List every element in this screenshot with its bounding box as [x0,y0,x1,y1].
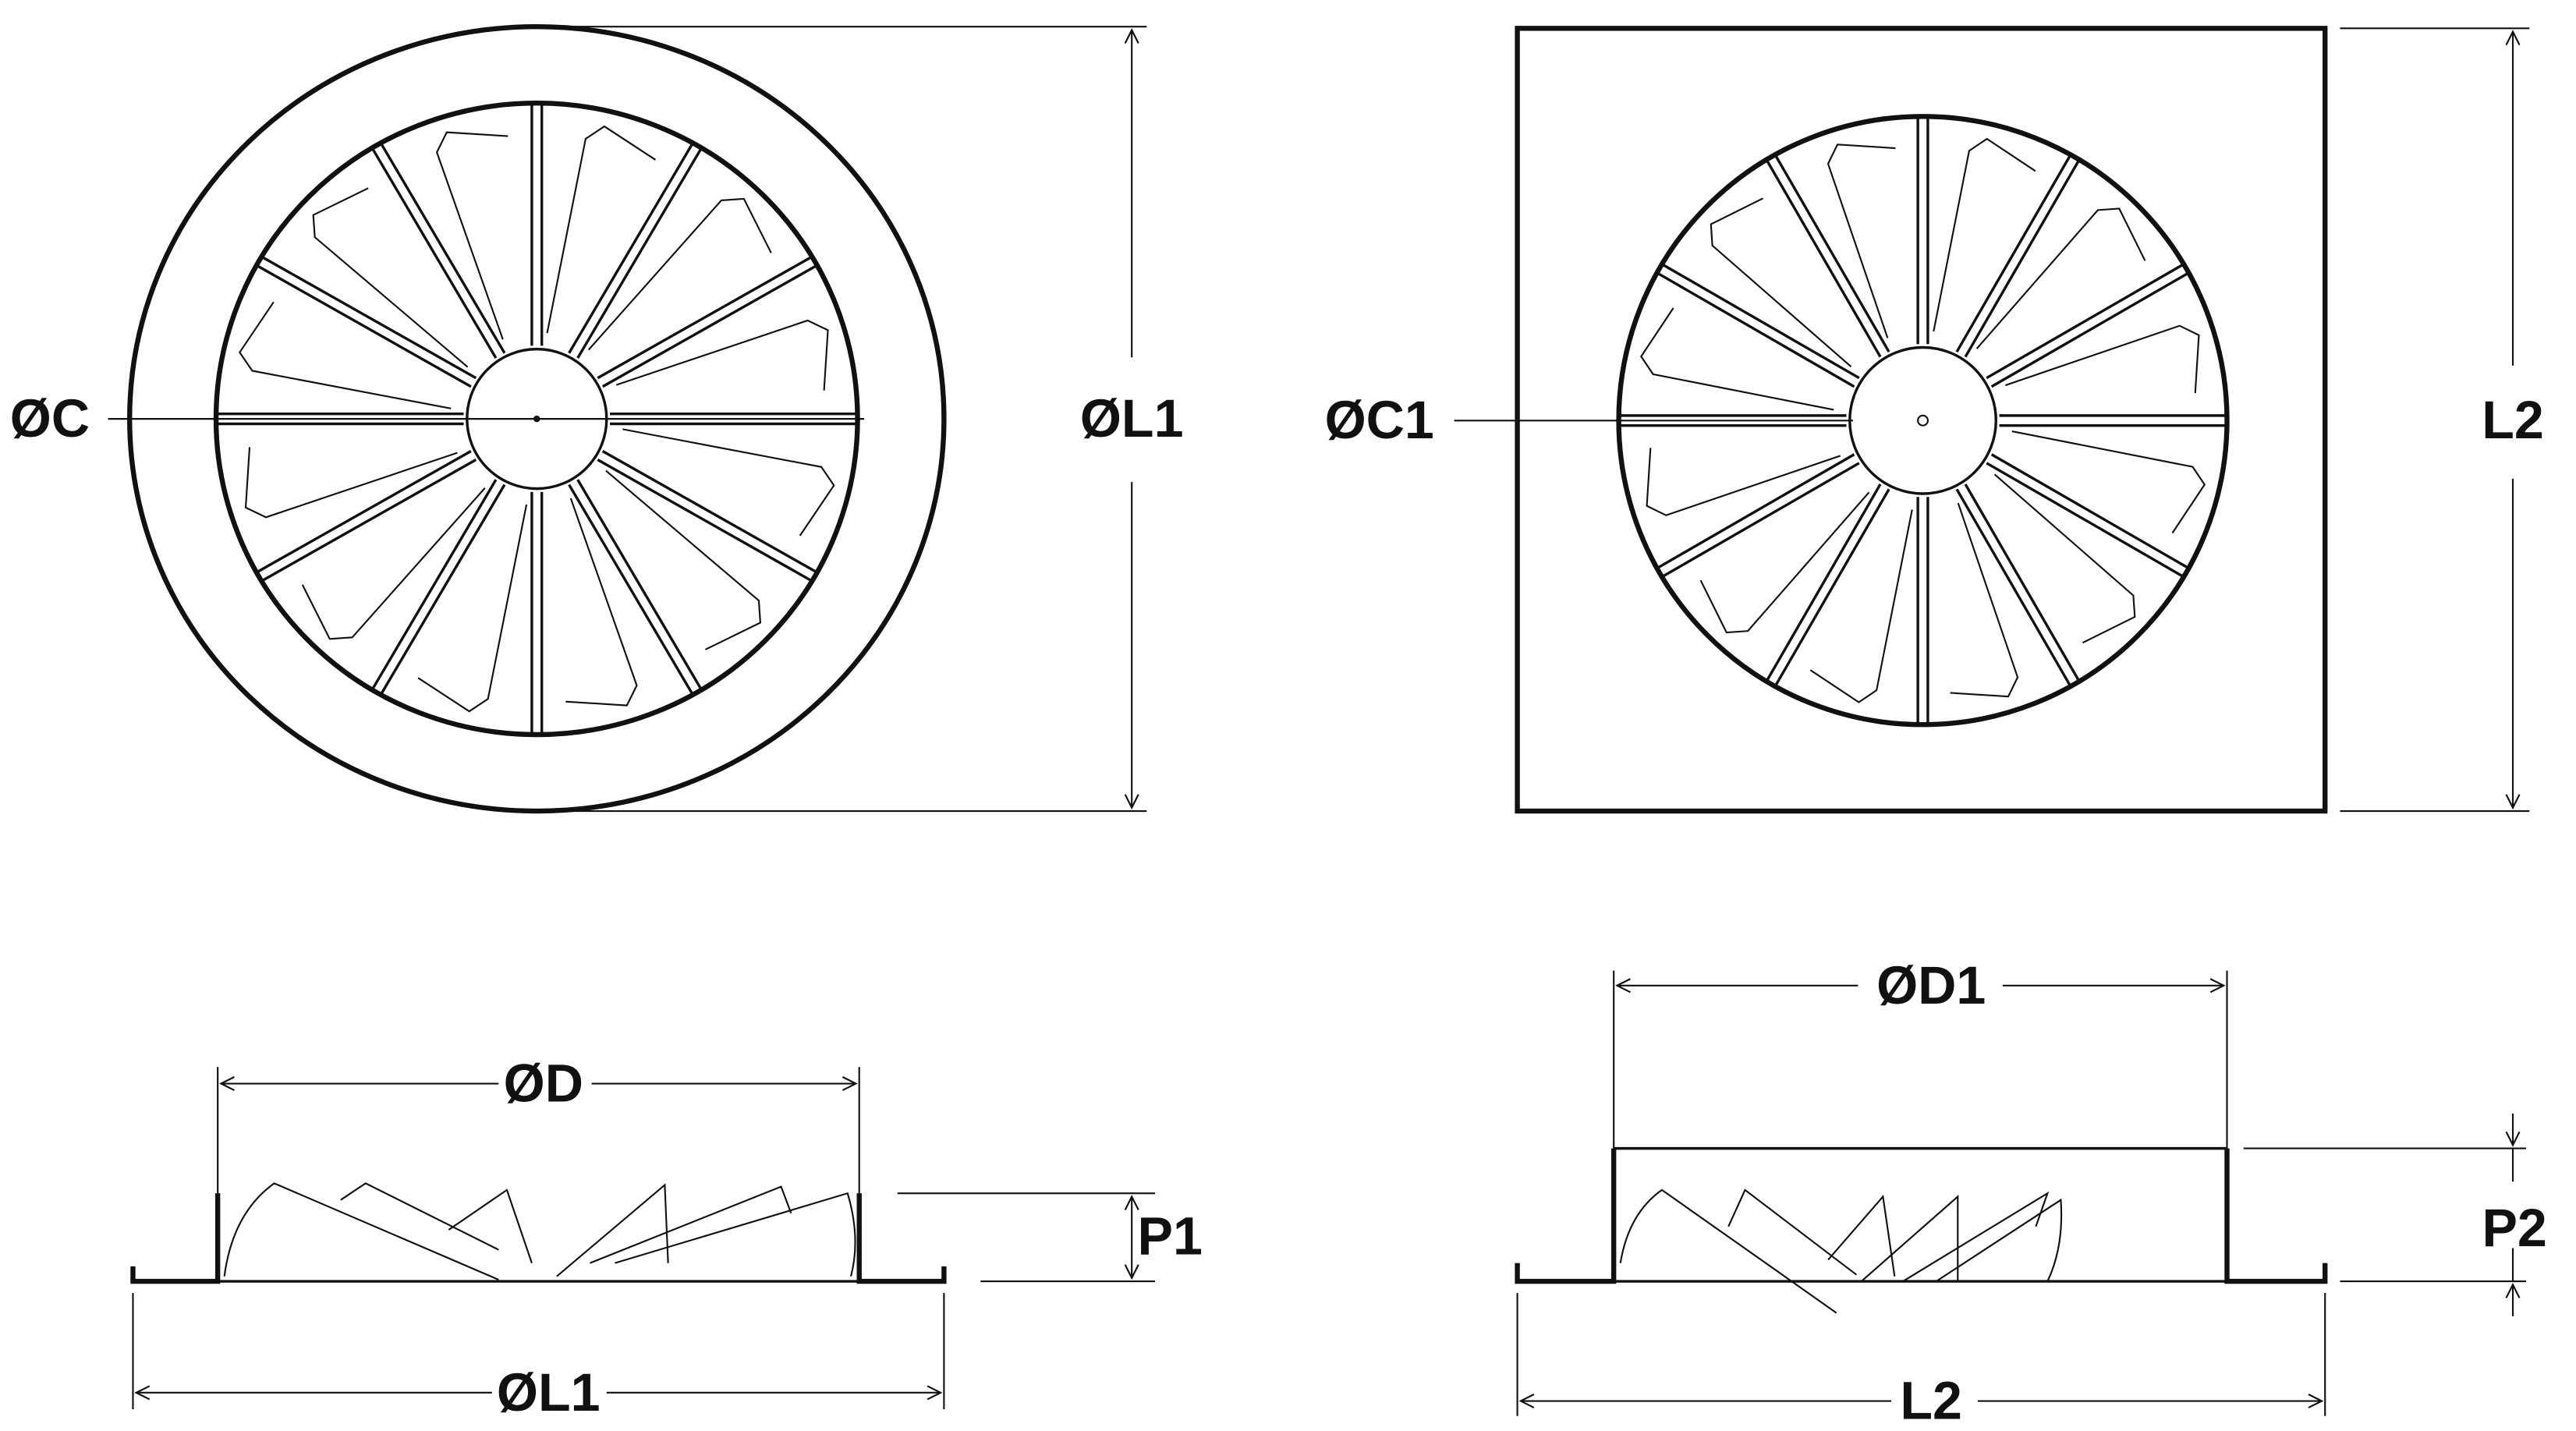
center-point [1917,414,1929,427]
blade-outline [1646,448,1841,516]
blade-outline [1975,207,2146,349]
slat-edge [1955,154,2072,353]
blade-outline [565,498,638,707]
slat-edge [1765,158,1882,358]
outer-diameter-label: ØL1 [497,1363,601,1422]
blades-profile [1619,1188,2063,1314]
blade-outline [1993,473,2136,644]
blade-outline [588,197,772,351]
center-diameter-label: ØC [10,389,90,448]
blade-slats [216,103,858,735]
slat-edge [1990,271,2190,388]
blade-outline [546,125,657,334]
slat-edge [1661,462,1860,579]
round-diffuser-side-view: ØD P1 ØL1 [130,1054,1203,1422]
diameter-label: ØD [504,1054,583,1114]
slat-edge [1955,488,2072,688]
slat-edge [1656,271,1855,388]
blade-outline [1933,137,2036,332]
blade-outline [605,469,762,650]
square-diffuser-side-view: ØD1 P2 L2 [1515,956,2547,1431]
slat-edge [379,142,506,354]
blade-outline [301,487,486,640]
slat-edge [576,479,703,691]
square-diffuser-front-view: ØC1 L2 [1325,26,2544,814]
slat-edge [260,255,477,380]
blade-outline [615,319,829,391]
blade-outline [239,301,452,409]
slat-edge [370,479,498,691]
blade-outline [1827,143,1896,338]
slat-edge [1986,462,2184,579]
blade-outline [1640,307,1834,411]
slat-edge [601,264,818,388]
slat-edge [568,142,694,354]
blade-outline [1950,502,2019,698]
slat-edge [1986,263,2184,380]
blade-slats [1618,116,2227,725]
depth-label: P1 [1137,1207,1202,1266]
blade-outline [2005,324,2200,394]
slat-edge [601,449,818,574]
side-label: L2 [1900,1372,1962,1431]
depth-label: P2 [2482,1199,2546,1258]
diameter-label: ØD1 [1876,956,1986,1015]
slat-edge [597,459,813,583]
round-diffuser-front-view: ØC ØL1 [10,24,1184,814]
blade-outline [622,428,835,537]
blade-outline [417,504,528,713]
blade-outline [1809,509,1913,703]
blade-outline [244,447,458,519]
slat-edge [568,483,694,696]
slat-edge [1765,483,1882,682]
blade-outline [1710,197,1852,368]
center-diameter-label: ØC1 [1325,391,1434,450]
hub [1848,345,1997,495]
blades-profile [223,1182,856,1280]
diffuser-body-profile [1515,1148,2328,1284]
blade-outline [1699,491,1870,634]
slat-edge [1773,488,1890,688]
slat-edge [1661,263,1860,380]
slat-edge [1773,154,1890,353]
slat-edge [379,483,506,696]
blade-outline [2011,430,2206,534]
blade-outline [312,187,469,368]
slat-edge [256,264,472,388]
slat-edge [1990,453,2190,570]
slat-edge [1656,453,1855,570]
outer-diameter-label: ØL1 [1080,389,1184,448]
slat-edge [256,449,472,574]
diffuser-body-profile [130,1193,947,1284]
slat-edge [1964,158,2081,358]
slat-edge [1964,483,2081,682]
slat-edge [597,255,813,380]
side-label: L2 [2482,391,2544,450]
blade-outline [435,131,508,340]
slat-edge [260,459,477,583]
slat-edge [576,147,703,359]
slat-edge [370,147,498,359]
